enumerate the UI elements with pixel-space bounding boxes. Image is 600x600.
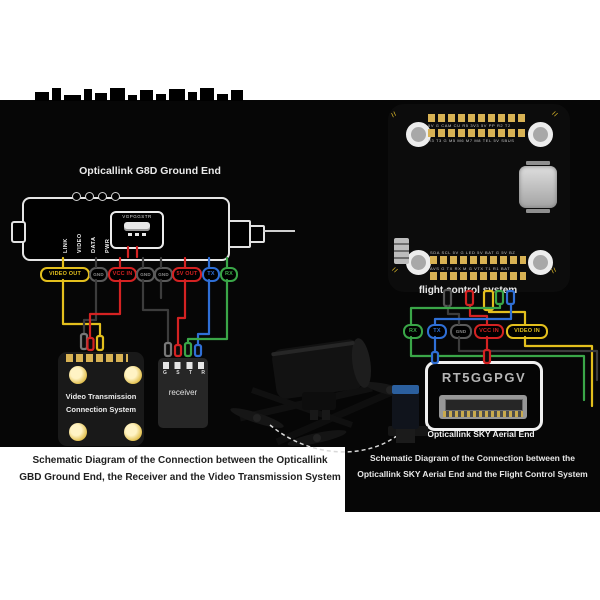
wire-label-rx: RX — [403, 324, 423, 339]
pin-label-link: LINK — [63, 238, 69, 253]
receiver-pin-g: G — [163, 370, 167, 376]
video-box-label-1: Video Transmission — [65, 392, 137, 401]
left-figure-title: Opticallink G8D Ground End — [79, 165, 221, 177]
right-caption-panel — [345, 447, 600, 512]
pad-row-labels: AVS G TX RX M G VTX T1 R1 BAT — [430, 266, 511, 271]
wire-label-vcc-in: VCC IN — [108, 267, 137, 282]
mounting-hole — [528, 122, 553, 147]
wire-label-5v-out: 5V OUT — [172, 267, 202, 282]
usb-port-label: VGPGGSTR — [122, 214, 152, 219]
caption-line: Schematic Diagram of the Connection betw… — [32, 455, 328, 466]
receiver-pin-t: T — [188, 370, 193, 376]
receiver-pads — [163, 362, 205, 369]
module-connector — [439, 395, 527, 419]
wire-label-video-out: VIDEO OUT — [40, 267, 90, 282]
usb-port-pins — [112, 233, 162, 236]
usb-c-pin — [526, 161, 550, 165]
pad-row — [430, 256, 526, 264]
mounting-hole — [528, 250, 553, 275]
receiver-pin-r: R — [201, 370, 205, 376]
wire-label-gnd: GND — [450, 324, 472, 339]
caption-line: GBD Ground End, the Receiver and the Vid… — [19, 472, 341, 483]
mounting-pad — [124, 423, 142, 441]
device-vent-holes — [72, 192, 120, 201]
mounting-pad — [124, 366, 142, 384]
wire-label-gnd: GND — [136, 267, 155, 282]
pin-label-video: VIDEO — [77, 233, 84, 253]
mounting-hole — [406, 250, 431, 275]
left-figure-caption: Schematic Diagram of the Connection betw… — [6, 452, 354, 486]
pin-label-data: DATA — [91, 236, 98, 253]
corner-mark: // — [390, 111, 399, 119]
sky-aerial-end-module: RT5GGPGV — [425, 361, 543, 431]
sky-aerial-end-label: Opticallink SKY Aerial End — [427, 429, 535, 439]
bnc-connector-tip — [249, 225, 265, 243]
wire-label-tx: TX — [427, 324, 447, 339]
glitched-title-artifact — [35, 86, 250, 101]
wire-label-video-in: VIDEO IN — [506, 324, 548, 339]
pad-row — [428, 129, 528, 137]
solder-pads — [66, 354, 128, 362]
receiver-module: G S T R receiver — [158, 358, 208, 428]
device-pin-labels: LINK VIDEO DATA PWR — [63, 201, 112, 253]
connector-pins — [443, 411, 523, 417]
pad-row — [430, 272, 526, 280]
mounting-pad — [69, 366, 87, 384]
mounting-pad — [69, 423, 87, 441]
corner-mark: // — [550, 267, 559, 275]
connector-slot — [445, 399, 523, 411]
usb-c-pin — [526, 209, 550, 213]
corner-mark: // — [550, 111, 559, 119]
pad-row-labels: SDA SCL 5V G LED 5V BAT G 5V BZ — [430, 250, 516, 255]
bnc-connector — [228, 220, 251, 248]
side-connector — [394, 238, 409, 264]
caption-line: Opticallink SKY Aerial End and the Fligh… — [357, 469, 588, 479]
flight-controller-label: flight control system — [418, 285, 518, 296]
receiver-label: receiver — [168, 388, 198, 397]
wire-label-tx: TX — [202, 267, 220, 282]
g8d-left-connector — [11, 221, 26, 243]
video-box-label-2: Connection System — [65, 405, 136, 414]
pad-row — [428, 114, 528, 122]
module-name: RT5GGPGV — [441, 370, 527, 385]
pad-row-labels: 5V G CAM CU R5 3V3 5V PP R2 T2 — [428, 123, 511, 128]
right-figure-caption: Schematic Diagram of the Connection betw… — [345, 450, 600, 482]
wire-label-gnd: GND — [89, 267, 108, 282]
caption-line: Schematic Diagram of the Connection betw… — [370, 453, 575, 463]
usb-plug-icon — [124, 222, 150, 231]
antenna-stub — [263, 230, 295, 232]
usb-port: VGPGGSTR — [110, 211, 164, 249]
wire-label-rx: RX — [220, 267, 238, 282]
pad-row-labels: R3 T3 G M5 M6 M7 M8 TEL 5V SBUS — [428, 138, 515, 143]
wire-label-gnd: GND — [154, 267, 173, 282]
video-transmission-box: Video Transmission Connection System — [58, 352, 144, 446]
receiver-pin-labels: G S T R — [163, 370, 205, 376]
receiver-pin-s: S — [176, 370, 180, 376]
wire-label-vcc-in: VCC IN — [474, 324, 504, 339]
usb-c-connector — [519, 166, 557, 208]
corner-mark: // — [390, 267, 399, 275]
